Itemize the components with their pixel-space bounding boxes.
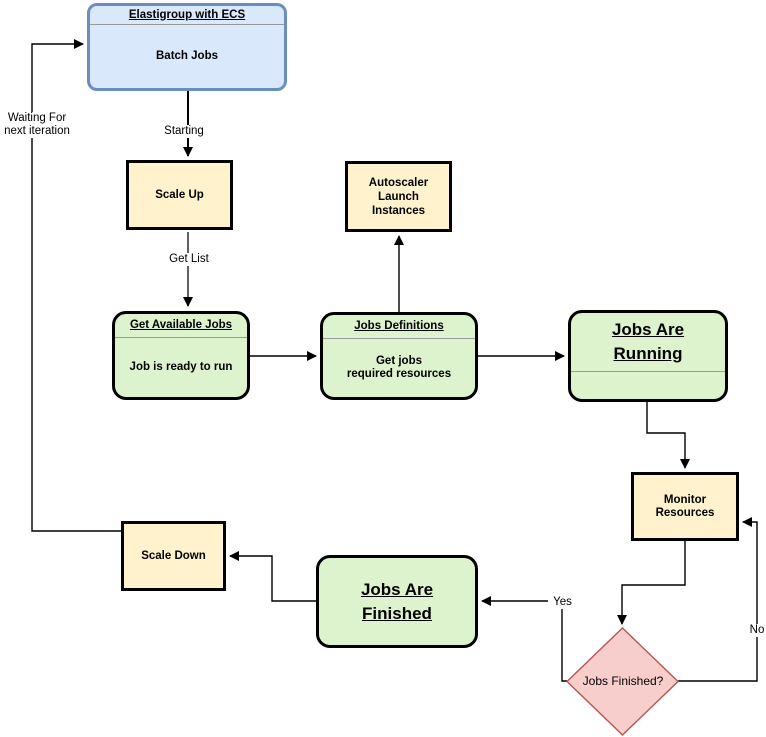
- node-elastigroup: Elastigroup with ECS Batch Jobs: [87, 3, 287, 91]
- edge-label-yes: Yes: [548, 596, 577, 609]
- edge-decision-yes: [481, 596, 567, 682]
- node-get-available-jobs-title: Get Available Jobs: [115, 314, 247, 338]
- node-jobs-are-running: Jobs Are Running: [568, 310, 728, 402]
- edge-label-starting: Starting: [158, 125, 210, 138]
- node-scale-up-label: Scale Up: [155, 188, 204, 201]
- edge-label-no: No: [744, 624, 766, 637]
- node-jobs-definitions-body: Get jobs required resources: [346, 355, 452, 380]
- node-jobs-definitions-title: Jobs Definitions: [323, 315, 475, 339]
- edge-monitor-to-decision: [617, 541, 686, 625]
- node-scale-down-label: Scale Down: [141, 549, 206, 562]
- edge-finished-to-scaledown: [229, 551, 316, 602]
- node-autoscaler: Autoscaler Launch Instances: [345, 161, 452, 232]
- node-elastigroup-body: Batch Jobs: [156, 50, 218, 62]
- node-scale-down: Scale Down: [121, 521, 226, 591]
- node-elastigroup-title: Elastigroup with ECS: [90, 6, 284, 25]
- edge-label-waiting: Waiting For next iteration: [0, 112, 74, 138]
- node-autoscaler-label: Autoscaler Launch Instances: [368, 176, 429, 217]
- edge-running-to-monitor: [646, 402, 690, 469]
- edge-decision-no: [678, 517, 758, 682]
- node-jobs-are-finished: Jobs Are Finished: [316, 555, 478, 648]
- decision-label: Jobs Finished?: [582, 674, 664, 688]
- node-monitor-resources-label: Monitor Resources: [655, 493, 715, 519]
- node-jobs-are-running-body-empty: [571, 372, 725, 399]
- edge-label-get-list: Get List: [160, 253, 218, 266]
- edge-waiting-loop: [31, 39, 121, 532]
- node-scale-up: Scale Up: [126, 160, 233, 230]
- node-get-available-jobs-body: Job is ready to run: [129, 361, 233, 373]
- node-monitor-resources: Monitor Resources: [631, 472, 739, 541]
- node-jobs-are-finished-title: Jobs Are Finished: [360, 579, 434, 623]
- node-jobs-definitions: Jobs Definitions Get jobs required resou…: [320, 312, 478, 400]
- node-get-available-jobs: Get Available Jobs Job is ready to run: [112, 311, 250, 400]
- node-jobs-are-running-title: Jobs Are Running: [571, 313, 725, 372]
- decision-diamond: [565, 627, 680, 736]
